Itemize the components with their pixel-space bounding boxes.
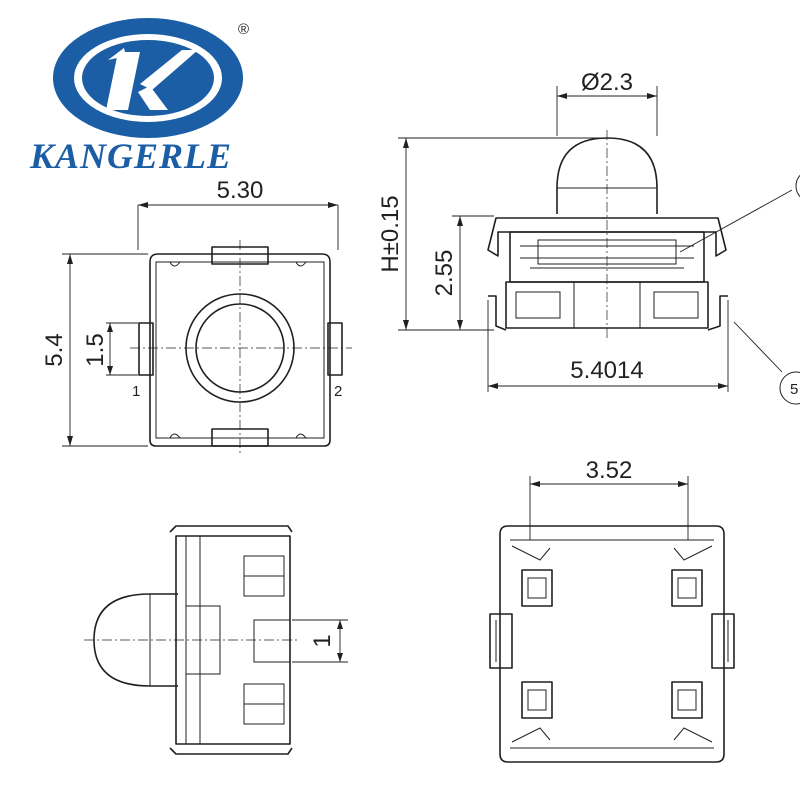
top-width-dimension: 5.30 xyxy=(217,177,264,204)
bottom-view xyxy=(489,476,735,763)
top-view xyxy=(62,202,352,456)
top-height-dimension: 5.4 xyxy=(41,333,68,366)
body-height-dimension: 2.55 xyxy=(431,250,458,297)
kangerle-logo xyxy=(53,18,243,138)
pin-1-label: 1 xyxy=(132,383,140,400)
bottom-view-dimension: 3.52 xyxy=(586,457,633,484)
left-view xyxy=(84,525,348,755)
left-view-dimension: 1 xyxy=(309,634,336,647)
pin-pitch-dimension: 1.5 xyxy=(82,333,109,366)
pin-2-label: 2 xyxy=(334,383,342,400)
side-view xyxy=(398,86,800,405)
side-width-dimension: 5.4014 xyxy=(570,357,643,384)
brand-name: KANGERLE xyxy=(29,136,232,176)
cap-diameter-dimension: Ø2.3 xyxy=(581,69,633,96)
callout-5: 5 xyxy=(790,381,798,398)
total-height-dimension: H±0.15 xyxy=(377,195,404,272)
registered-mark: ® xyxy=(238,21,249,38)
